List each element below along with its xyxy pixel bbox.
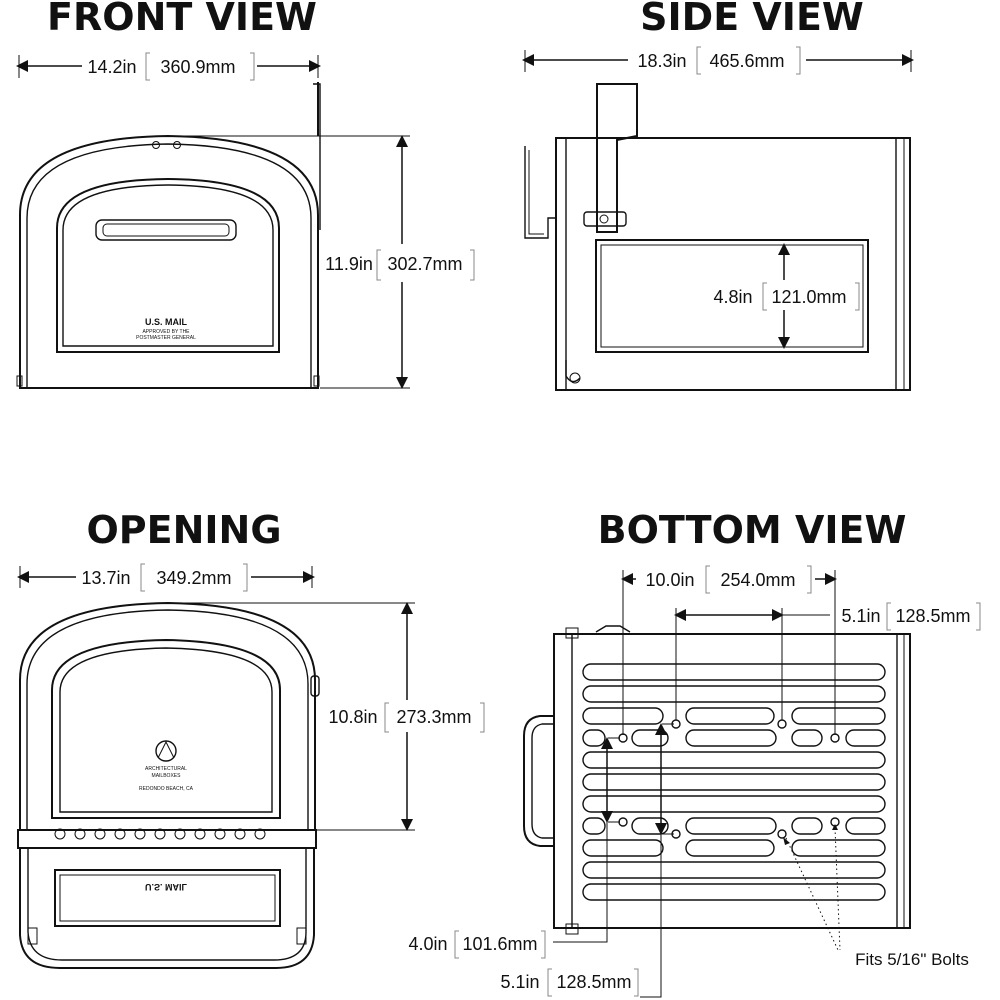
side-height-dimension: 4.8in 121.0mm [713, 243, 860, 349]
side-height-in: 4.8in [713, 287, 752, 307]
opening-width-in: 13.7in [81, 568, 130, 588]
bottom-mailbox-body [523, 625, 911, 935]
side-view-title: SIDE VIEW [640, 0, 864, 39]
bottom-spacing-a-dimension: 10.0in 254.0mm [621, 565, 837, 735]
opening-width-mm: 349.2mm [156, 568, 231, 588]
opening-height-dimension: 10.8in 273.3mm [170, 602, 485, 831]
side-width-in: 18.3in [637, 51, 686, 71]
front-height-in: 11.9in [325, 254, 373, 274]
opening-mirrored-label: U.S. MAIL [145, 882, 188, 892]
front-width-in: 14.2in [87, 57, 136, 77]
bottom-slots [582, 663, 886, 901]
front-width-dimension: 14.2in 360.9mm [16, 52, 321, 81]
opening-title: OPENING [86, 508, 281, 552]
front-door-label: U.S. MAIL [145, 317, 188, 327]
opening-view: OPENING 13.7in 349.2mm ARCHITECTURAL MAI… [17, 508, 485, 969]
bottom-spacing-c-dimension: 4.0in 101.6mm [408, 737, 620, 959]
hinge-knuckles [54, 828, 266, 840]
bottom-spacing-c-in: 4.0in [408, 934, 447, 954]
side-width-mm: 465.6mm [709, 51, 784, 71]
front-view-title: FRONT VIEW [47, 0, 317, 39]
bottom-spacing-a-in: 10.0in [645, 570, 694, 590]
bolt-holes [618, 719, 840, 839]
side-view: SIDE VIEW 18.3in 465.6mm [522, 0, 914, 391]
bottom-spacing-d-mm: 128.5mm [556, 972, 631, 992]
bottom-spacing-d-dimension: 5.1in 128.5mm [500, 723, 674, 998]
opening-plate-line1: ARCHITECTURAL [145, 766, 187, 772]
opening-width-dimension: 13.7in 349.2mm [17, 563, 315, 592]
bottom-spacing-b-in: 5.1in [841, 606, 880, 626]
side-mailbox-body [524, 83, 911, 391]
bottom-spacing-a-mm: 254.0mm [720, 570, 795, 590]
side-width-dimension: 18.3in 465.6mm [522, 46, 914, 75]
bottom-view: BOTTOM VIEW [408, 508, 981, 998]
front-width-mm: 360.9mm [160, 57, 235, 77]
front-view: FRONT VIEW 14.2in 360.9mm [16, 0, 475, 389]
front-door-small-2: POSTMASTER GENERAL [136, 335, 196, 341]
bottom-spacing-b-mm: 128.5mm [895, 606, 970, 626]
bottom-spacing-b-dimension: 5.1in 128.5mm [674, 602, 981, 720]
front-height-dimension: 11.9in 302.7mm [170, 135, 475, 389]
opening-plate-line3: REDONDO BEACH, CA [139, 786, 194, 792]
bottom-spacing-d-in: 5.1in [500, 972, 539, 992]
opening-height-in: 10.8in [328, 707, 377, 727]
bottom-spacing-c-mm: 101.6mm [462, 934, 537, 954]
bolts-callout: Fits 5/16" Bolts [783, 824, 969, 969]
front-mailbox-body: U.S. MAIL APPROVED BY THE POSTMASTER GEN… [16, 82, 321, 389]
opening-height-mm: 273.3mm [396, 707, 471, 727]
front-height-mm: 302.7mm [387, 254, 462, 274]
opening-plate-line2: MAILBOXES [152, 773, 182, 779]
bottom-view-title: BOTTOM VIEW [598, 508, 907, 552]
front-door-small-1: APPROVED BY THE [142, 329, 190, 335]
bolts-note: Fits 5/16" Bolts [855, 950, 969, 969]
side-height-mm: 121.0mm [771, 287, 846, 307]
opening-mailbox-body: ARCHITECTURAL MAILBOXES REDONDO BEACH, C… [17, 601, 320, 969]
